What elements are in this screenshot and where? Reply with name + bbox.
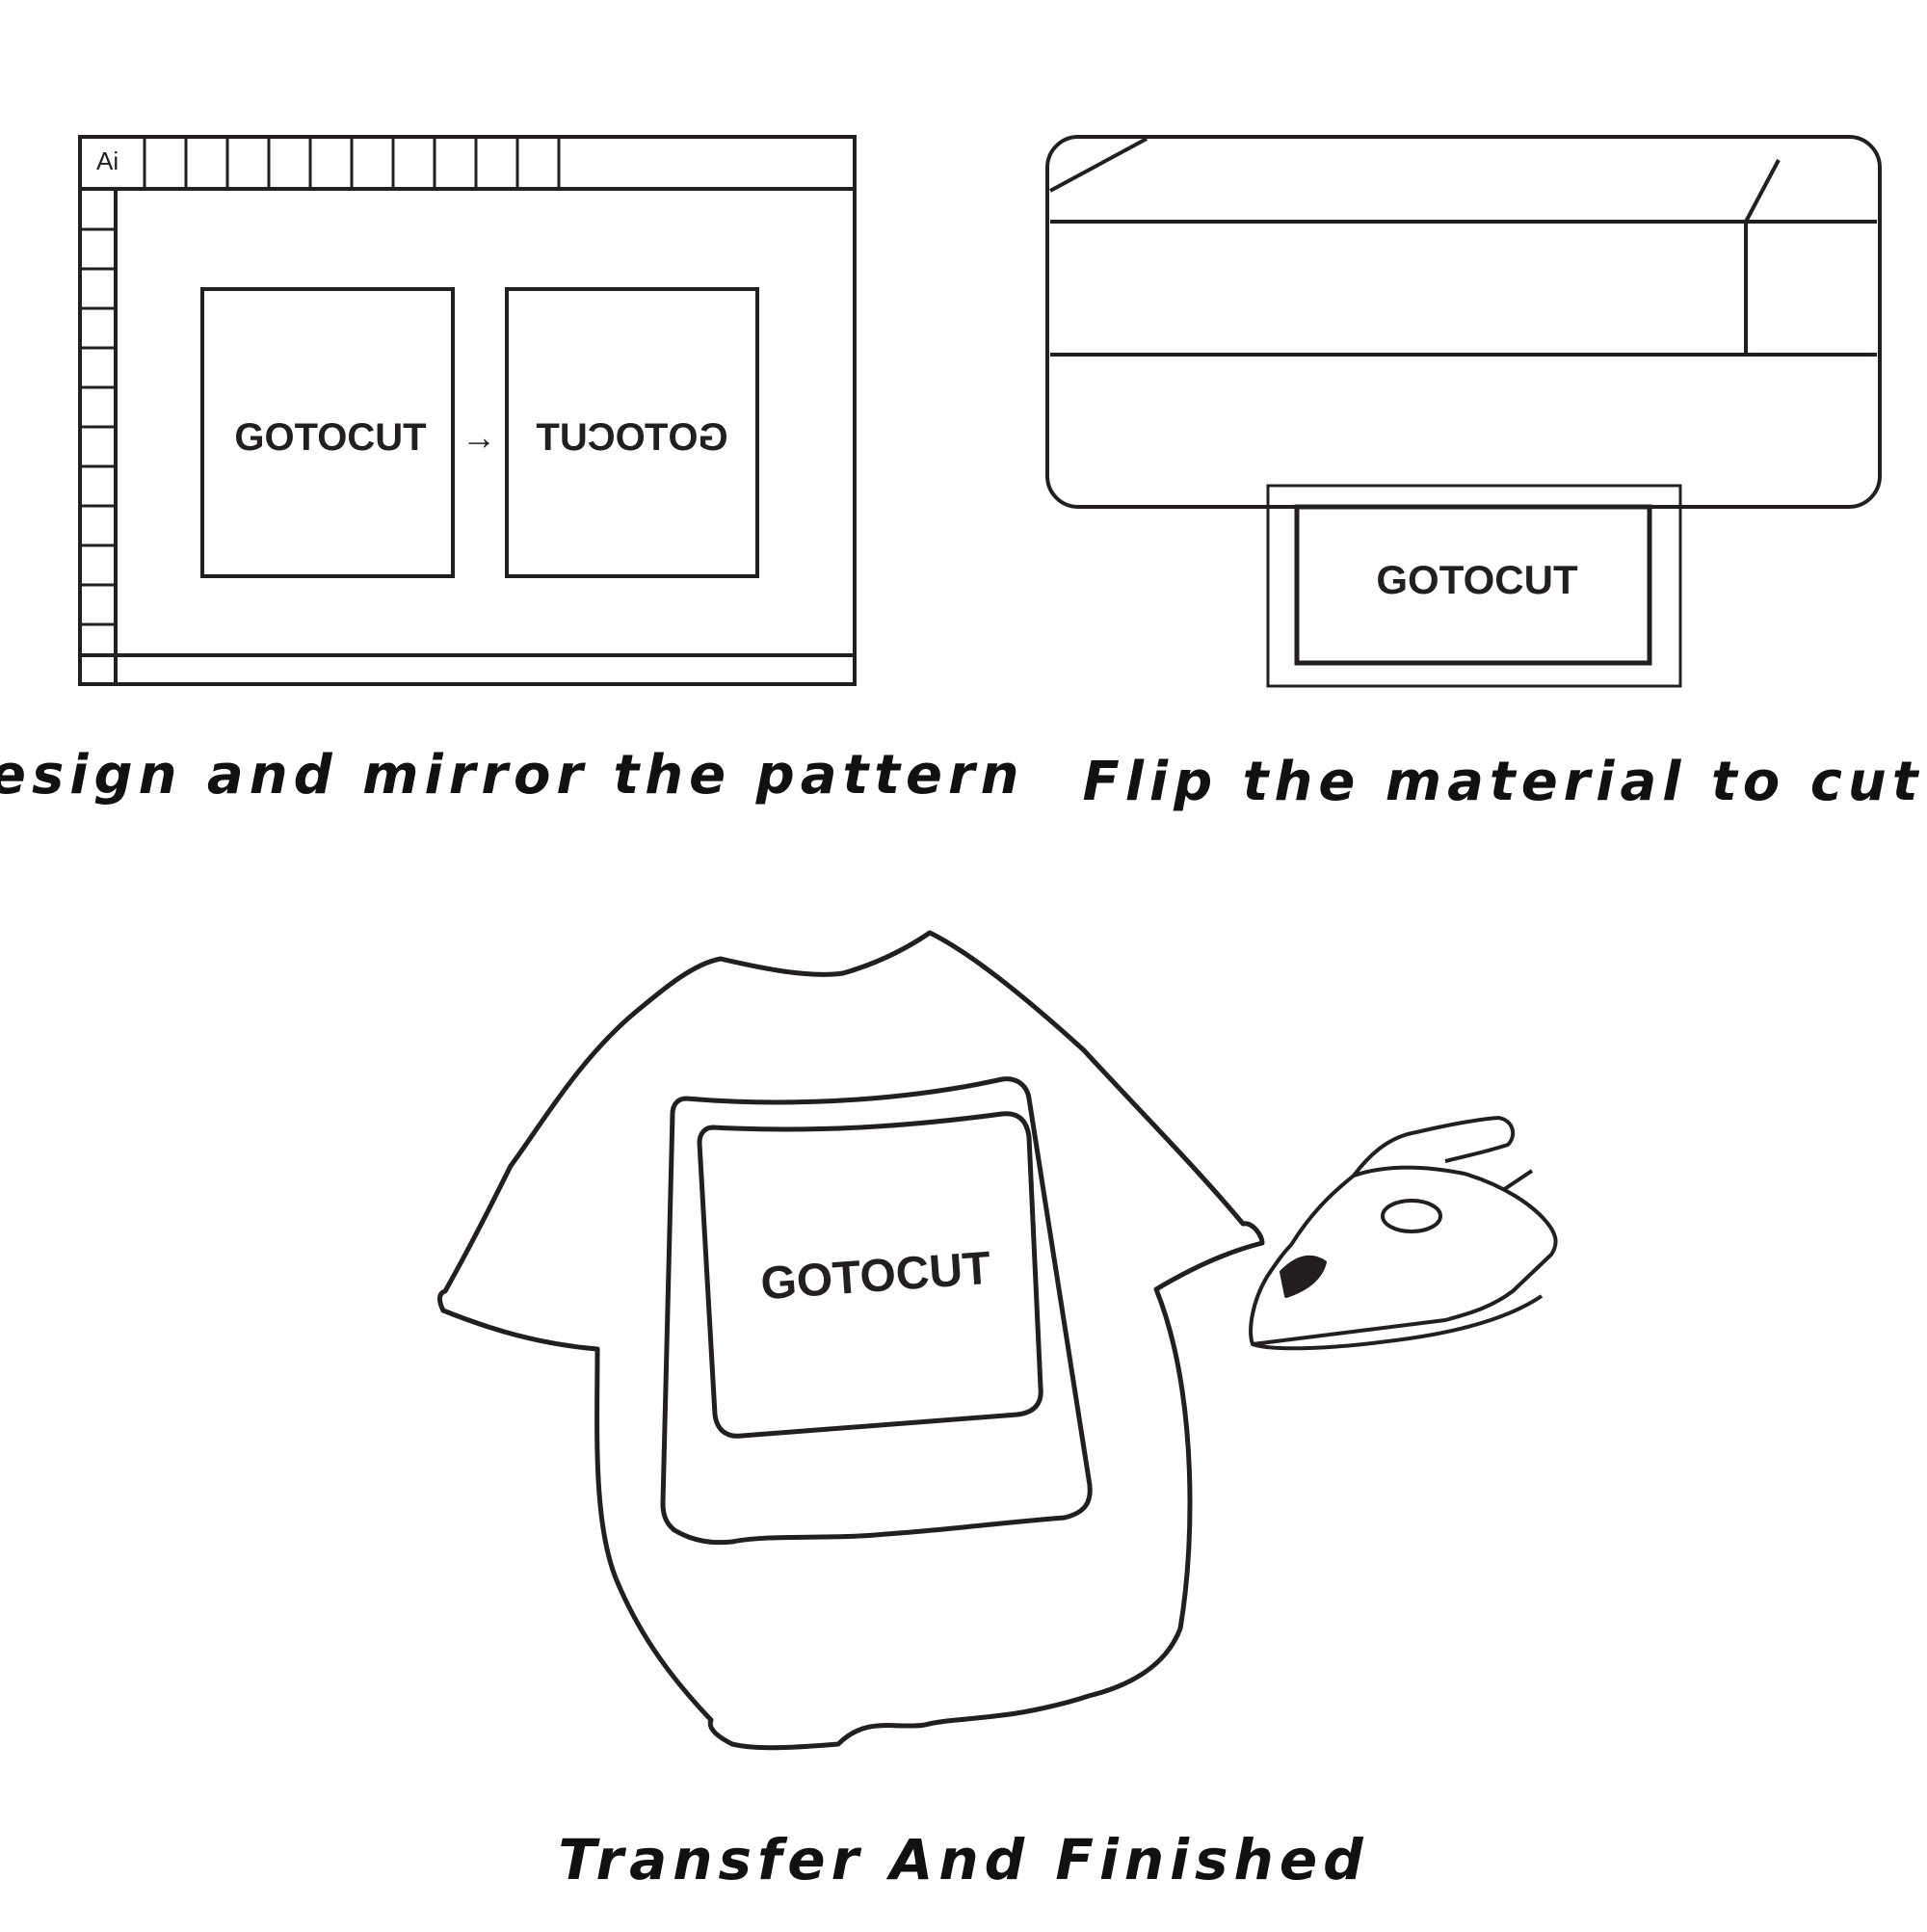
mirrored-artboard	[505, 287, 759, 578]
transfer-film	[660, 1076, 1093, 1546]
step3-caption: Transfer And Finished	[558, 1827, 1368, 1892]
iron-cord	[1501, 1169, 1534, 1192]
tshirt-outline	[437, 930, 1265, 1751]
shirt-text: GOTOCUT	[759, 1243, 992, 1310]
app-badge-ai: Ai	[96, 146, 119, 175]
software-window-frame	[78, 135, 857, 686]
iron-light	[1280, 1255, 1327, 1298]
cutting-machine-icon	[1045, 135, 1882, 688]
mirrored-text: GOTOCUT	[536, 416, 727, 459]
original-text: GOTOCUT	[234, 416, 426, 459]
arrow-right-icon: →	[462, 417, 496, 457]
iron-handle	[1352, 1116, 1516, 1178]
iron-dial	[1381, 1199, 1442, 1233]
left-ruler	[80, 227, 116, 626]
material-sheet	[1266, 484, 1682, 688]
original-artboard	[200, 287, 455, 578]
iron-body	[1249, 1165, 1558, 1346]
material-text: GOTOCUT	[1376, 557, 1578, 602]
step1-caption: Design and mirror the pattern	[0, 744, 1025, 807]
material-cut-area	[1294, 504, 1652, 666]
top-ruler	[143, 137, 561, 189]
machine-left-bevel	[1049, 137, 1148, 193]
machine-right-bevel	[1744, 159, 1781, 223]
iron-icon	[1249, 1116, 1558, 1351]
step2-caption: Flip the material to cut	[1082, 751, 1923, 813]
iron-soleplate	[1252, 1294, 1544, 1351]
mirrored-text-group: GOTOCUT	[536, 416, 727, 459]
step1-design-window	[78, 135, 857, 686]
machine-body	[1045, 135, 1882, 509]
tshirt-icon	[437, 930, 1265, 1751]
transfer-design-area	[697, 1111, 1043, 1439]
